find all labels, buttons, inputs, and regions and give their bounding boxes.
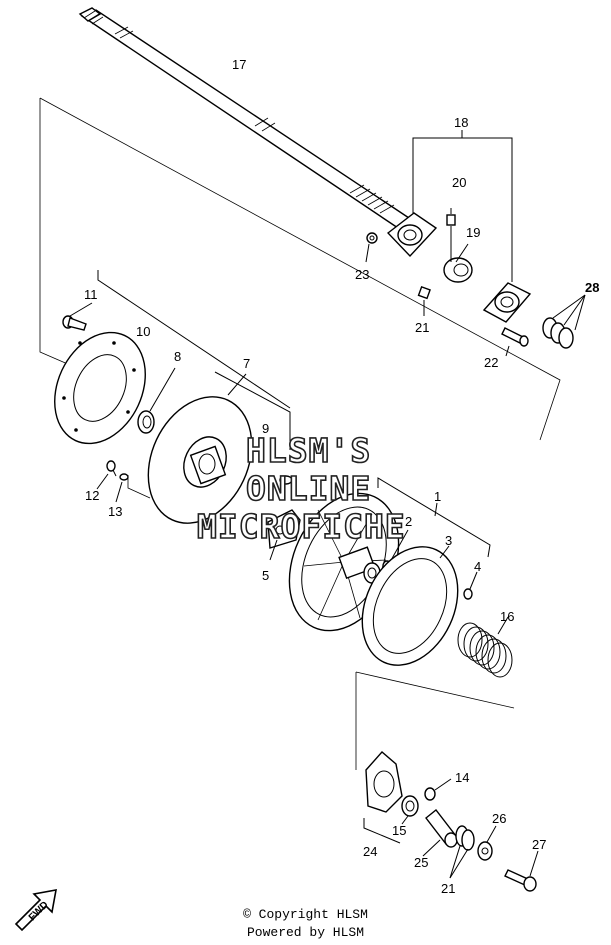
copyright-text: © Copyright HLSM	[243, 907, 368, 922]
callout-5: 5	[262, 568, 269, 583]
callout-9: 9	[262, 421, 269, 436]
assembly-bracket-part-1	[377, 477, 491, 558]
callout-3: 3	[445, 533, 452, 548]
callout-14: 14	[455, 770, 469, 785]
callout-28: 28	[585, 280, 599, 295]
disc-part-3	[361, 545, 459, 666]
watermark-line2: ONLINE	[246, 469, 371, 508]
bushing-part-16	[401, 795, 419, 825]
callout-7: 7	[243, 356, 250, 371]
callout-22: 22	[484, 355, 498, 370]
callout-16: 15	[392, 823, 406, 838]
watermark: HLSM'S ONLINE MICROFICHE	[196, 430, 406, 547]
bracket-part-5	[267, 509, 301, 561]
bolt-part-11	[62, 302, 93, 331]
bearing-part-20	[443, 243, 473, 283]
callout-13: 13	[108, 504, 122, 519]
bearing-holder-part-19	[386, 130, 532, 323]
nut-part-23	[365, 232, 378, 263]
callout-8: 8	[174, 349, 181, 364]
callout-12: 12	[85, 488, 99, 503]
callout-10: 10	[136, 324, 150, 339]
washer-part-26	[477, 825, 497, 861]
lower-outline	[355, 671, 515, 770]
callout-25: 25	[414, 855, 428, 870]
bolt-part-12	[96, 460, 117, 490]
sheave-part-7	[147, 373, 253, 524]
seal-part-8	[137, 367, 176, 434]
callout-27: 27	[532, 837, 546, 852]
nipple-part-21	[417, 208, 456, 316]
watermark-line3: MICROFICHE	[197, 507, 406, 546]
callout-21-upper: 20	[452, 175, 466, 190]
callout-11: 11	[84, 287, 98, 302]
callout-19: 18	[454, 115, 468, 130]
spring-part-17	[457, 616, 513, 678]
callout-26: 26	[492, 811, 506, 826]
callout-23: 23	[355, 267, 369, 282]
shaft-part-18	[78, 7, 414, 229]
bolt-part-4	[463, 571, 478, 600]
callout-17: 16	[500, 609, 514, 624]
callout-15: 24	[363, 844, 377, 859]
callout-2: 2	[405, 514, 412, 529]
callout-4: 4	[474, 559, 481, 574]
sleeve-part-25	[422, 809, 458, 857]
callout-18: 17	[232, 57, 246, 72]
callout-1: 1	[434, 489, 441, 504]
callout-21-lower: 21	[415, 320, 429, 335]
disc-part-10	[54, 270, 291, 445]
bolt-part-22	[501, 327, 529, 357]
assembly-outline	[39, 97, 561, 499]
powered-by-text: Powered by HLSM	[246, 925, 365, 940]
washer-part-13	[115, 473, 129, 503]
nut-part-14	[424, 778, 452, 801]
cam-part-15	[363, 751, 403, 844]
callout-20: 19	[466, 225, 480, 240]
bushing-part-28	[542, 294, 586, 349]
roller-part-9	[214, 371, 293, 485]
watermark-line1: HLSM'S	[246, 431, 371, 470]
bolt-part-27	[504, 850, 539, 892]
callout-24: 21	[441, 881, 455, 896]
washer-part-24	[449, 825, 475, 879]
